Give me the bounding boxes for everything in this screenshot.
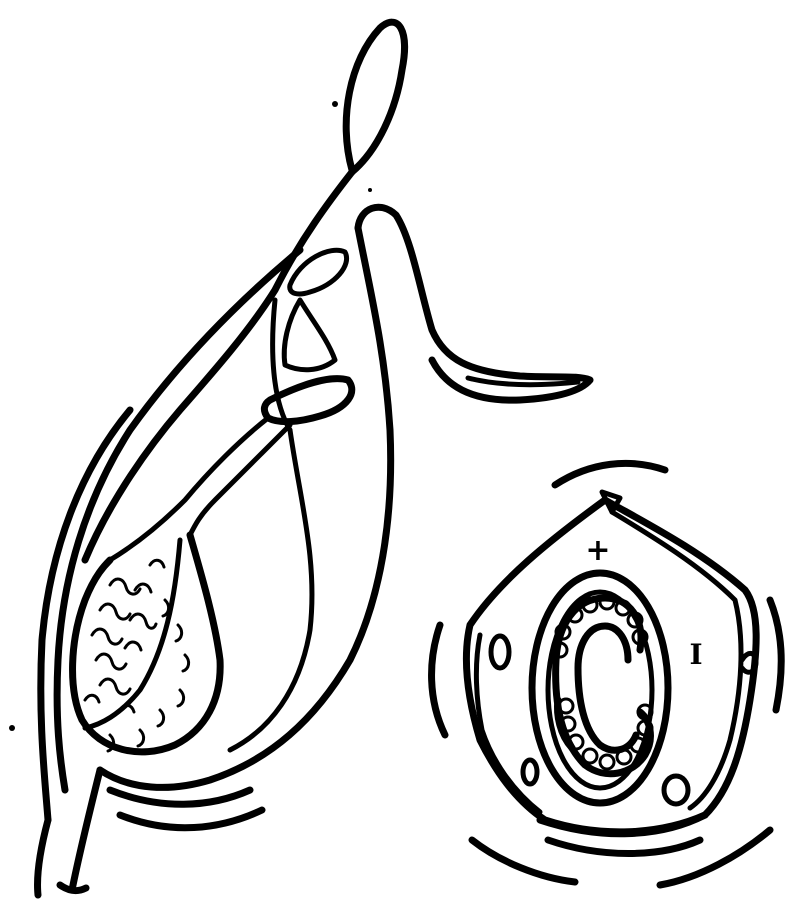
body-right-edge [100,228,391,787]
wall-bottom-band-2 [548,840,700,854]
lumen-inner [578,626,636,750]
bottom-lip-lower [120,810,262,828]
filament [85,172,352,560]
outer-envelope-left-inner [57,250,300,790]
joint-stem [284,300,335,370]
mark-plus: + [585,533,610,568]
body-inner-curve [230,430,312,750]
outer-arc-top [555,463,665,485]
wall-bottom-band [540,815,705,834]
ink-dot [368,188,372,192]
central-oval-outer [532,573,668,803]
bundle-right [742,653,756,672]
outer-arc-left [432,625,445,735]
outer-arc-bottom-right [660,830,770,885]
bottom-lip-upper [110,790,250,804]
mark-i: I [689,638,702,671]
transverse-section: + I [432,463,782,885]
outer-arc-right [770,600,781,710]
ink-dot [332,101,338,107]
bundle-lower-right [664,776,688,804]
top-loop [346,22,404,172]
stalk-right [72,770,100,890]
longitudinal-section [9,22,590,895]
sac-outline [73,535,221,752]
stalk-left [37,820,48,895]
bundle-left [491,636,509,668]
joint-oval [290,250,347,294]
ink-dot [9,725,15,731]
hook-appendage [358,207,590,400]
bundle-lower-left [523,760,537,784]
